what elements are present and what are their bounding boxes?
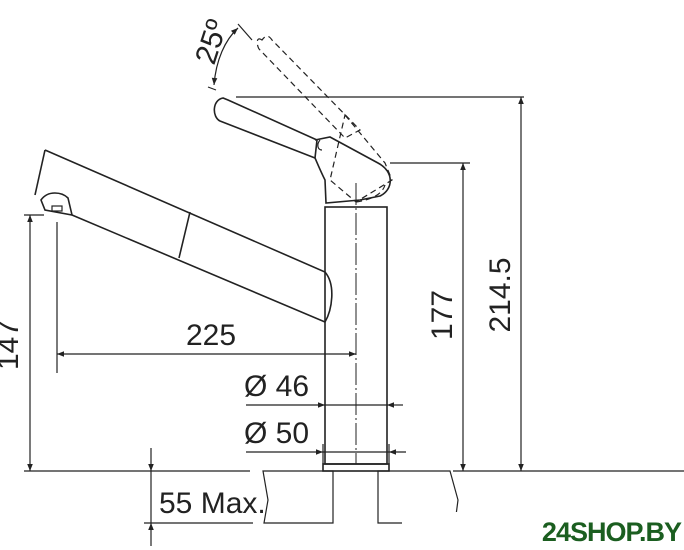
reach-dimension: 225 bbox=[56, 222, 356, 373]
hub-raised-arc bbox=[355, 184, 386, 203]
angle-arc bbox=[211, 27, 239, 86]
angle-dimension: 25º bbox=[189, 16, 253, 91]
base-diameter-dimension: Ø 50 bbox=[244, 417, 406, 464]
total-height-dimension: 214.5 bbox=[236, 96, 524, 471]
counter-thickness-dimension: 55 Max. bbox=[144, 448, 266, 546]
angle-ext-line-2 bbox=[207, 86, 217, 91]
body-height-label: 177 bbox=[426, 290, 459, 340]
spout-band bbox=[178, 211, 191, 259]
lever-raised-outline bbox=[256, 35, 361, 139]
hub-raised-outline bbox=[329, 113, 393, 203]
base-diameter-label: Ø 50 bbox=[244, 417, 309, 450]
spout-height-label: 147 bbox=[0, 320, 25, 370]
lever-handle bbox=[213, 97, 318, 160]
spout bbox=[34, 149, 333, 324]
watermark-bg bbox=[402, 512, 684, 550]
spout-tip bbox=[34, 149, 46, 196]
base-flange bbox=[322, 463, 390, 472]
angle-ext-line-1 bbox=[237, 23, 253, 41]
aerator-outlet bbox=[51, 205, 63, 212]
lever bbox=[213, 97, 392, 204]
total-height-label: 214.5 bbox=[484, 257, 517, 332]
lever-raised-position bbox=[256, 35, 393, 203]
body-height-dimension: 177 bbox=[390, 162, 470, 471]
hub-detail bbox=[317, 139, 323, 151]
watermark: 24SHOP.BY bbox=[542, 517, 682, 547]
angle-label: 25º bbox=[189, 16, 234, 68]
body-diameter-label: Ø 46 bbox=[244, 370, 309, 403]
counter-thickness-label: 55 Max. bbox=[159, 487, 266, 520]
spout-height-dimension: 147 bbox=[0, 214, 44, 471]
reach-label: 225 bbox=[186, 319, 236, 352]
countertop-section-right bbox=[377, 470, 459, 524]
faucet-body bbox=[322, 183, 390, 472]
body-diameter-dimension: Ø 46 bbox=[244, 370, 403, 408]
countertop bbox=[24, 470, 684, 524]
countertop-section-left bbox=[262, 470, 334, 524]
spout-outline bbox=[44, 149, 333, 324]
aerator bbox=[40, 192, 74, 217]
